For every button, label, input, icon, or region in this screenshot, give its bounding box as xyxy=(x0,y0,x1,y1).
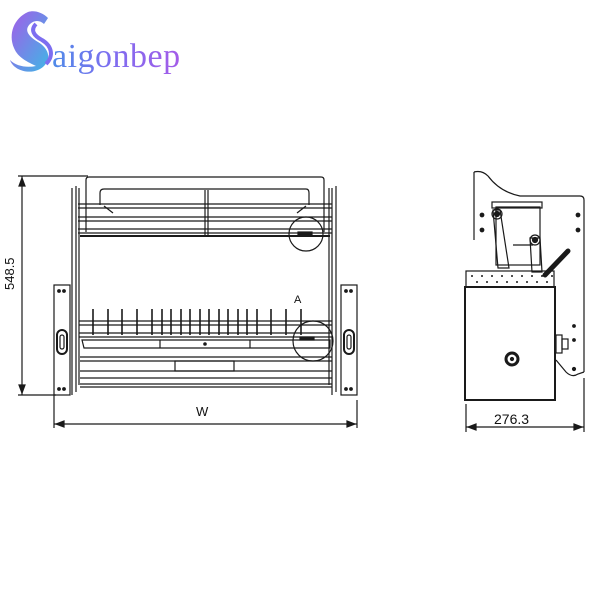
width-dimension-label: W xyxy=(196,404,209,419)
logo-text: aigonbep xyxy=(52,38,181,75)
dish-rack-tines xyxy=(92,309,302,335)
depth-dimension-label: 276.3 xyxy=(494,411,530,427)
front-view xyxy=(18,175,358,428)
height-dimension-label: 548.5 xyxy=(2,257,17,290)
detail-marker-label: A xyxy=(294,294,302,306)
side-view xyxy=(464,170,585,432)
brand-logo: aigonbep xyxy=(6,8,206,78)
logo-swirl-icon xyxy=(10,11,53,72)
